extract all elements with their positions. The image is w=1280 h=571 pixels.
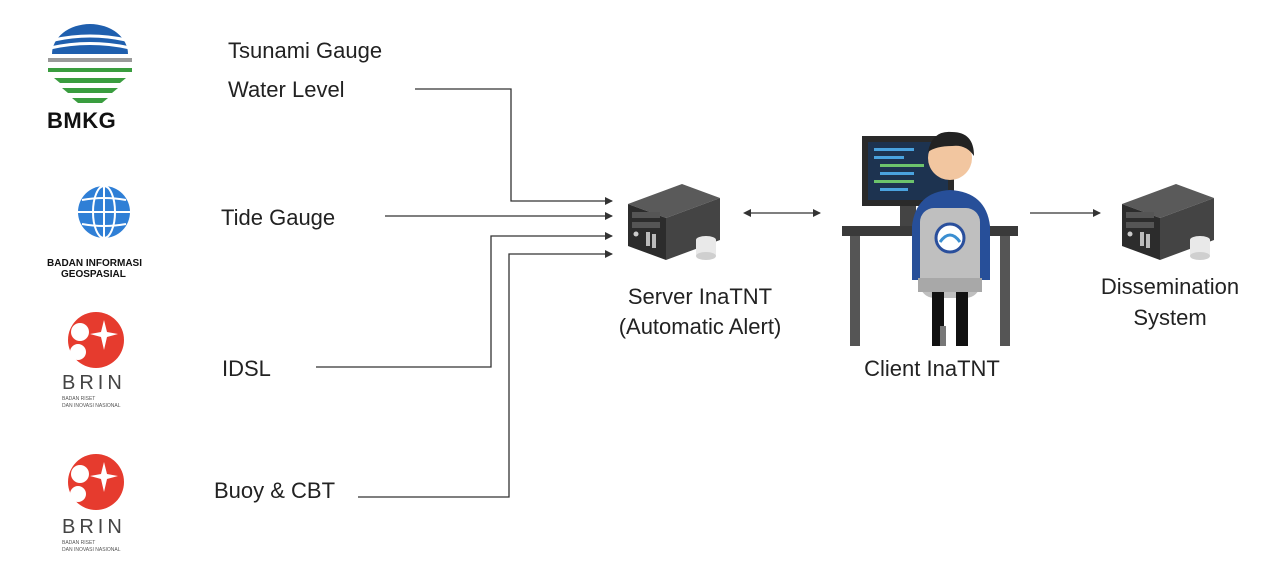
big-name-line1: BADAN INFORMASI [47, 258, 142, 269]
connector-idsl [316, 232, 613, 368]
server-label-line2: (Automatic Alert) [618, 314, 782, 339]
tide-gauge-label: Tide Gauge [221, 205, 336, 230]
brin-name: BRIN [62, 372, 126, 394]
server-rack-icon [628, 184, 720, 260]
brin-subtitle-line2: DAN INOVASI NASIONAL [62, 547, 121, 553]
connector-tsunami-gauge [415, 88, 613, 205]
brin-subtitle-line1: BADAN RISET [62, 540, 96, 546]
dissemination-label-line2: System [1133, 305, 1207, 330]
tsunami-gauge-label: Tsunami Gauge [228, 38, 383, 63]
bmkg-emblem-icon [48, 24, 132, 103]
brin-logo-1: BRIN BADAN RISET DAN INOVASI NASIONAL [60, 310, 150, 414]
server-label-line1: Server InaTNT [627, 284, 773, 309]
operator-at-computer-icon [842, 131, 1018, 346]
idsl-label: IDSL [222, 356, 271, 381]
bmkg-name: BMKG [47, 108, 117, 133]
big-name-line2: GEOSPASIAL [61, 269, 126, 280]
brin-subtitle-line2: DAN INOVASI NASIONAL [62, 403, 121, 409]
brin-emblem-icon [68, 312, 124, 368]
bmkg-logo: BMKG [40, 24, 140, 134]
brin-emblem-icon [68, 454, 124, 510]
connector-buoy-cbt [358, 250, 613, 498]
dissemination-label-line1: Dissemination [1100, 274, 1240, 299]
buoy-cbt-label: Buoy & CBT [214, 478, 336, 503]
brin-subtitle-line1: BADAN RISET [62, 396, 96, 402]
server-rack-icon [1122, 184, 1214, 260]
big-logo: BADAN INFORMASI GEOSPASIAL [44, 172, 154, 284]
water-level-label: Water Level [228, 77, 345, 102]
client-label: Client InaTNT [864, 356, 1000, 381]
globe-emblem-icon [58, 176, 130, 252]
brin-name: BRIN [62, 516, 126, 538]
brin-logo-2: BRIN BADAN RISET DAN INOVASI NASIONAL [60, 452, 150, 556]
